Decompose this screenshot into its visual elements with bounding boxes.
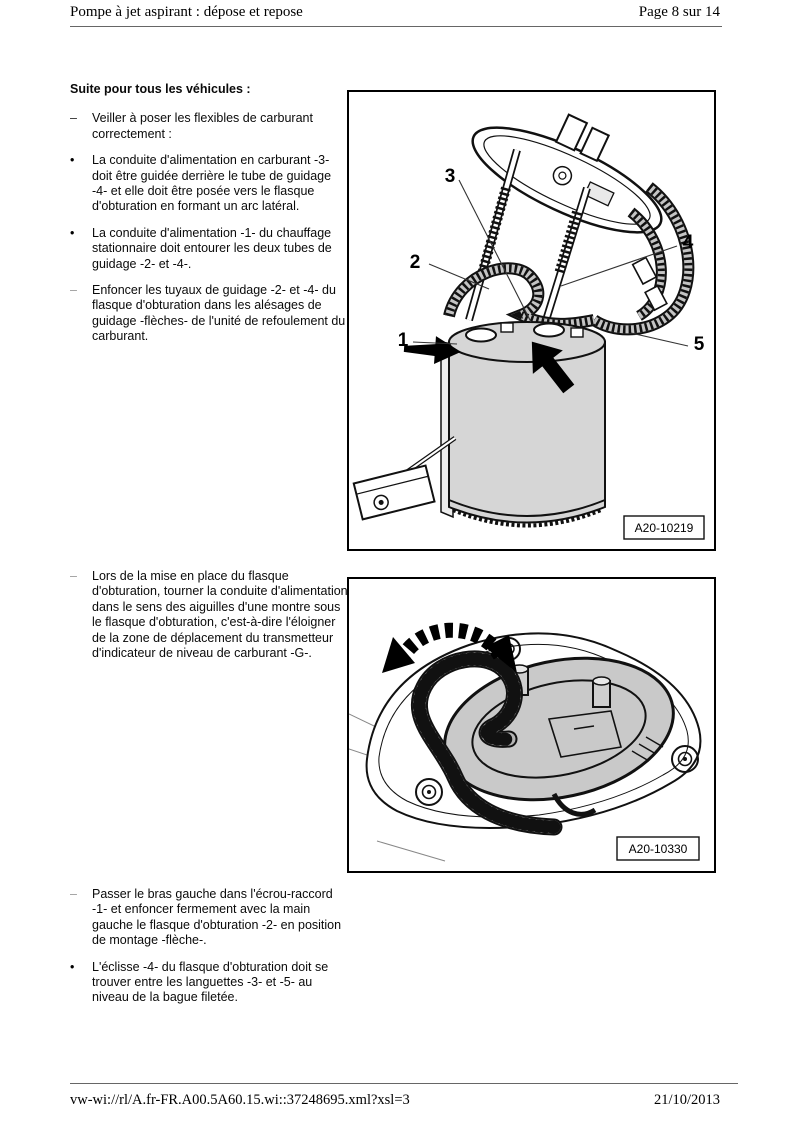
print-date: 21/10/2013 (653, 1092, 720, 1108)
instructions-top: Suite pour tous les véhicules : – Veille… (70, 82, 348, 356)
guide-tube-4 (539, 186, 591, 332)
callout-2: 2 (410, 252, 421, 273)
bullet-marker: • (70, 153, 75, 168)
instructions-bottom: – Passer le bras gauche dans l'écrou-rac… (70, 887, 348, 1017)
list-item-text: Passer le bras gauche dans l'écrou-racco… (92, 887, 342, 948)
callout-5: 5 (694, 334, 705, 355)
page-number-indicator: Page 8 sur 14 (638, 4, 720, 20)
footer-divider (70, 1083, 738, 1084)
figure-fuel-delivery-unit: 3 2 4 1 5 A20-10219 (347, 90, 716, 551)
list-item-text: La conduite d'alimentation -1- du chauff… (92, 225, 332, 271)
dash-marker: – (70, 569, 77, 583)
callout-4: 4 (683, 232, 694, 253)
dash-marker: – (70, 283, 77, 298)
header-divider (70, 26, 722, 27)
fuel-delivery-unit-body (440, 321, 606, 528)
callout-3: 3 (445, 166, 456, 187)
list-item: • L'éclisse -4- du flasque d'obturation … (70, 960, 348, 1006)
document-source-uri: vw-wi://rl/A.fr-FR.A00.5A60.15.wi::37248… (70, 1092, 410, 1108)
figure-label: A20-10330 (629, 842, 688, 856)
list-item-text: La conduite d'alimentation en carburant … (92, 153, 332, 214)
fuel-delivery-unit-illustration: 3 2 4 1 5 A20-10219 (352, 113, 705, 540)
callout-leaders (412, 179, 689, 347)
bolt-hole (671, 745, 699, 773)
list-item-text: Enfoncer les tuyaux de guidage -2- et -4… (92, 283, 346, 344)
guide-tube-2 (465, 148, 521, 322)
figure-label-box: A20-10330 (616, 836, 700, 861)
bullet-marker: • (70, 225, 75, 240)
list-item: – Lors de la mise en place du flasque d'… (70, 569, 348, 661)
list-item: – Passer le bras gauche dans l'écrou-rac… (70, 887, 348, 949)
list-item: – Veiller à poser les flexibles de carbu… (70, 111, 348, 142)
list-item: – Enfoncer les tuyaux de guidage -2- et … (70, 283, 348, 345)
dash-marker: – (70, 887, 77, 901)
corrugated-hoses (590, 182, 695, 336)
bullet-marker: • (70, 959, 75, 974)
list-item-text: L'éclisse -4- du flasque d'obturation do… (92, 959, 329, 1005)
list-item: • La conduite d'alimentation en carburan… (70, 153, 348, 215)
corrugated-hose-loop (410, 650, 563, 836)
callout-numbers: 3 2 4 1 5 (398, 166, 705, 355)
dash-marker: – (70, 111, 77, 126)
figure-flange-top-view: A20-10330 (347, 577, 716, 873)
clockwise-rotation-arrow (382, 622, 517, 673)
bolt-hole (415, 778, 443, 806)
figure-label: A20-10219 (635, 521, 694, 535)
section-heading: Suite pour tous les véhicules : (70, 82, 251, 96)
callout-1: 1 (398, 330, 409, 351)
list-item: • La conduite d'alimentation -1- du chau… (70, 226, 348, 272)
page-header-title: Pompe à jet aspirant : dépose et repose (70, 4, 303, 20)
figure-label-box: A20-10219 (623, 515, 705, 540)
instructions-middle: – Lors de la mise en place du flasque d'… (70, 569, 348, 672)
flange-details (547, 710, 664, 817)
list-item-text: Lors de la mise en place du flasque d'ob… (92, 569, 348, 661)
fuel-level-sender-float (352, 436, 457, 521)
flange-top-view-illustration: A20-10330 (349, 622, 702, 862)
list-item-text: Veiller à poser les flexibles de carbura… (92, 111, 313, 141)
